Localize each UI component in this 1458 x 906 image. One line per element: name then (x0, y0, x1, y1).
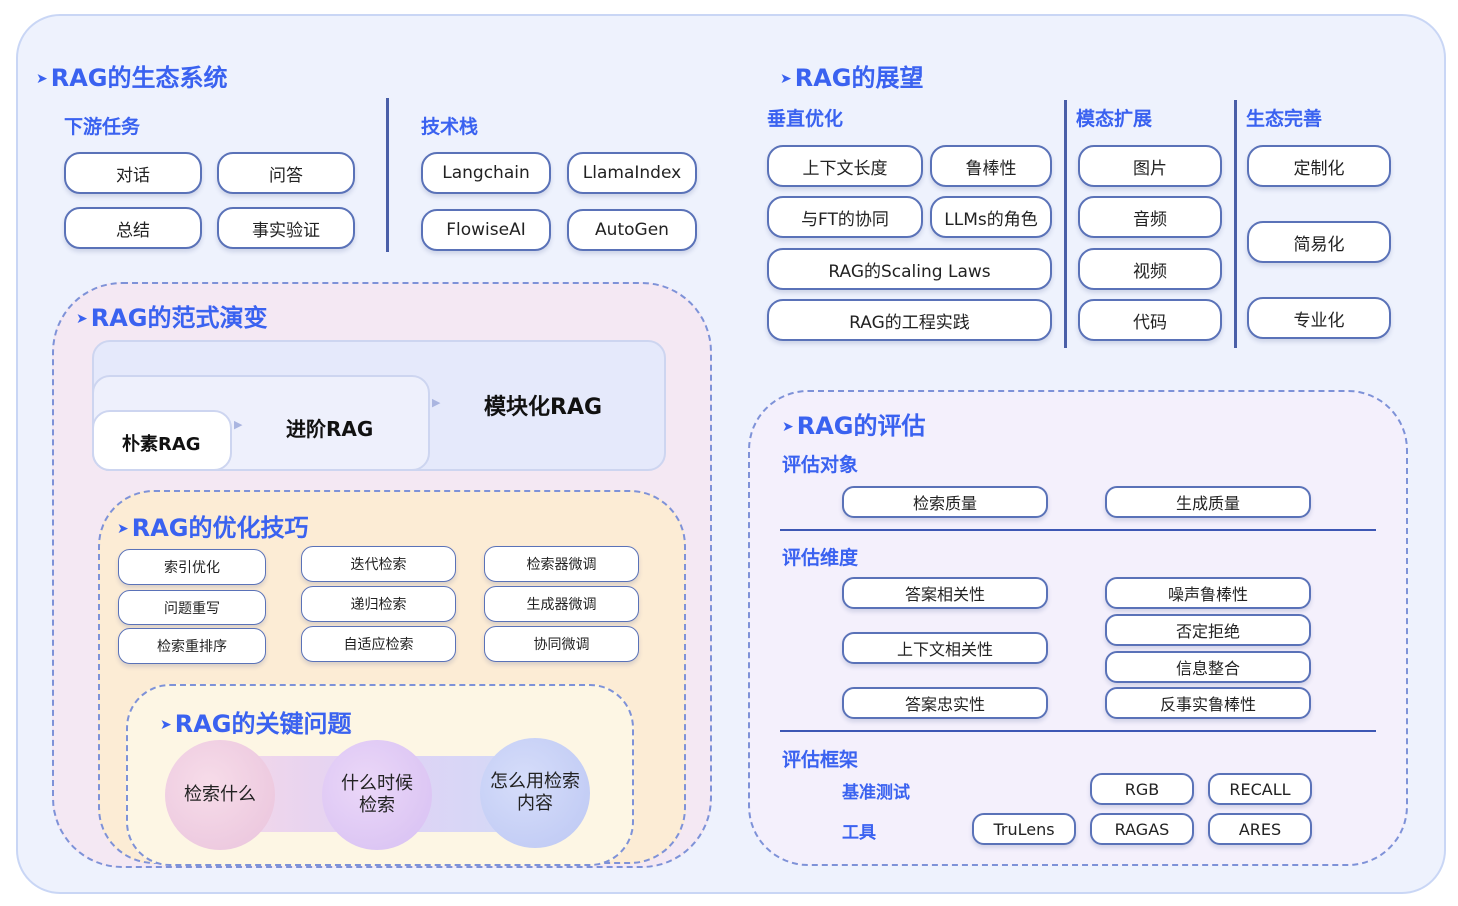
eval-dimension-item: 答案相关性 (842, 577, 1048, 609)
modal-item: 代码 (1078, 299, 1222, 341)
stage-modular-label: 模块化RAG (484, 395, 603, 420)
paradigm-title: ➤RAG的范式演变 (76, 304, 268, 332)
tool-item: ARES (1208, 813, 1312, 845)
eval-target-item: 检索质量 (842, 486, 1048, 518)
modal-title: 模态扩展 (1076, 108, 1153, 130)
optimization-item: 索引优化 (118, 549, 266, 585)
eval-dimensions-title: 评估维度 (782, 547, 859, 569)
optimization-item: 检索重排序 (118, 628, 266, 664)
keyissue-when: 什么时候 检索 (322, 740, 432, 850)
tools-label: 工具 (842, 823, 876, 843)
arrow-icon: ➤ (780, 71, 792, 87)
eval-dimension-item: 否定拒绝 (1105, 614, 1311, 646)
stage-naive (92, 410, 232, 471)
eval-frameworks-title: 评估框架 (782, 749, 859, 771)
downstream-item: 问答 (217, 152, 355, 194)
divider (780, 730, 1376, 732)
divider (1234, 100, 1237, 348)
eco-title: 生态完善 (1246, 108, 1323, 130)
triangle-right-icon: ▶ (234, 418, 243, 431)
divider (780, 529, 1376, 531)
outlook-title: ➤RAG的展望 (780, 64, 924, 92)
eval-dimension-item: 上下文相关性 (842, 632, 1048, 664)
divider (386, 98, 389, 252)
eval-dimension-item: 反事实鲁棒性 (1105, 687, 1311, 719)
modal-item: 音频 (1078, 196, 1222, 238)
eval-dimension-item: 噪声鲁棒性 (1105, 577, 1311, 609)
arrow-icon: ➤ (117, 521, 129, 537)
techstack-item: FlowiseAI (421, 209, 551, 251)
techstack-item: LlamaIndex (567, 152, 697, 194)
vertical-item: RAG的Scaling Laws (767, 248, 1052, 290)
keyissues-title: ➤RAG的关键问题 (160, 710, 352, 738)
eval-dimension-item: 信息整合 (1105, 651, 1311, 683)
vertical-item: 鲁棒性 (930, 145, 1052, 187)
eval-dimension-item: 答案忠实性 (842, 687, 1048, 719)
keyissue-how: 怎么用检索 内容 (480, 738, 590, 848)
optimization-item: 生成器微调 (484, 586, 639, 622)
vertical-item: LLMs的角色 (930, 196, 1052, 238)
keyissue-what: 检索什么 (165, 740, 275, 850)
downstream-item: 对话 (64, 152, 202, 194)
benchmark-item: RGB (1090, 773, 1194, 805)
optimization-title: ➤RAG的优化技巧 (117, 514, 309, 542)
tool-item: TruLens (972, 813, 1076, 845)
modal-item: 视频 (1078, 248, 1222, 290)
triangle-right-icon: ▶ (432, 396, 441, 409)
tool-item: RAGAS (1090, 813, 1194, 845)
eco-item: 简易化 (1247, 221, 1391, 263)
optimization-item: 问题重写 (118, 590, 266, 625)
vertical-item: 上下文长度 (767, 145, 923, 187)
optimization-item: 检索器微调 (484, 546, 639, 582)
downstream-item: 总结 (64, 207, 202, 249)
arrow-icon: ➤ (36, 71, 48, 87)
vertical-item: RAG的工程实践 (767, 299, 1052, 341)
stage-naive-label: 朴素RAG (122, 434, 201, 455)
benchmark-label: 基准测试 (842, 783, 910, 803)
modal-item: 图片 (1078, 145, 1222, 187)
divider (1064, 100, 1067, 348)
techstack-title: 技术栈 (421, 116, 479, 138)
eco-item: 专业化 (1247, 297, 1391, 339)
ecosystem-title: ➤RAG的生态系统 (36, 64, 228, 92)
eco-item: 定制化 (1247, 145, 1391, 187)
optimization-item: 协同微调 (484, 626, 639, 662)
stage-advanced-label: 进阶RAG (286, 417, 374, 441)
eval-targets-title: 评估对象 (782, 454, 859, 476)
arrow-icon: ➤ (76, 311, 88, 327)
techstack-item: AutoGen (567, 209, 697, 251)
vertical-title: 垂直优化 (767, 108, 844, 130)
evaluation-title: ➤RAG的评估 (782, 412, 926, 440)
vertical-item: 与FT的协同 (767, 196, 923, 238)
downstream-item: 事实验证 (217, 207, 355, 249)
eval-target-item: 生成质量 (1105, 486, 1311, 518)
optimization-item: 迭代检索 (301, 546, 456, 582)
benchmark-item: RECALL (1208, 773, 1312, 805)
techstack-item: Langchain (421, 152, 551, 194)
arrow-icon: ➤ (160, 717, 172, 733)
optimization-item: 递归检索 (301, 586, 456, 622)
optimization-item: 自适应检索 (301, 626, 456, 662)
downstream-title: 下游任务 (64, 116, 141, 138)
arrow-icon: ➤ (782, 419, 794, 435)
